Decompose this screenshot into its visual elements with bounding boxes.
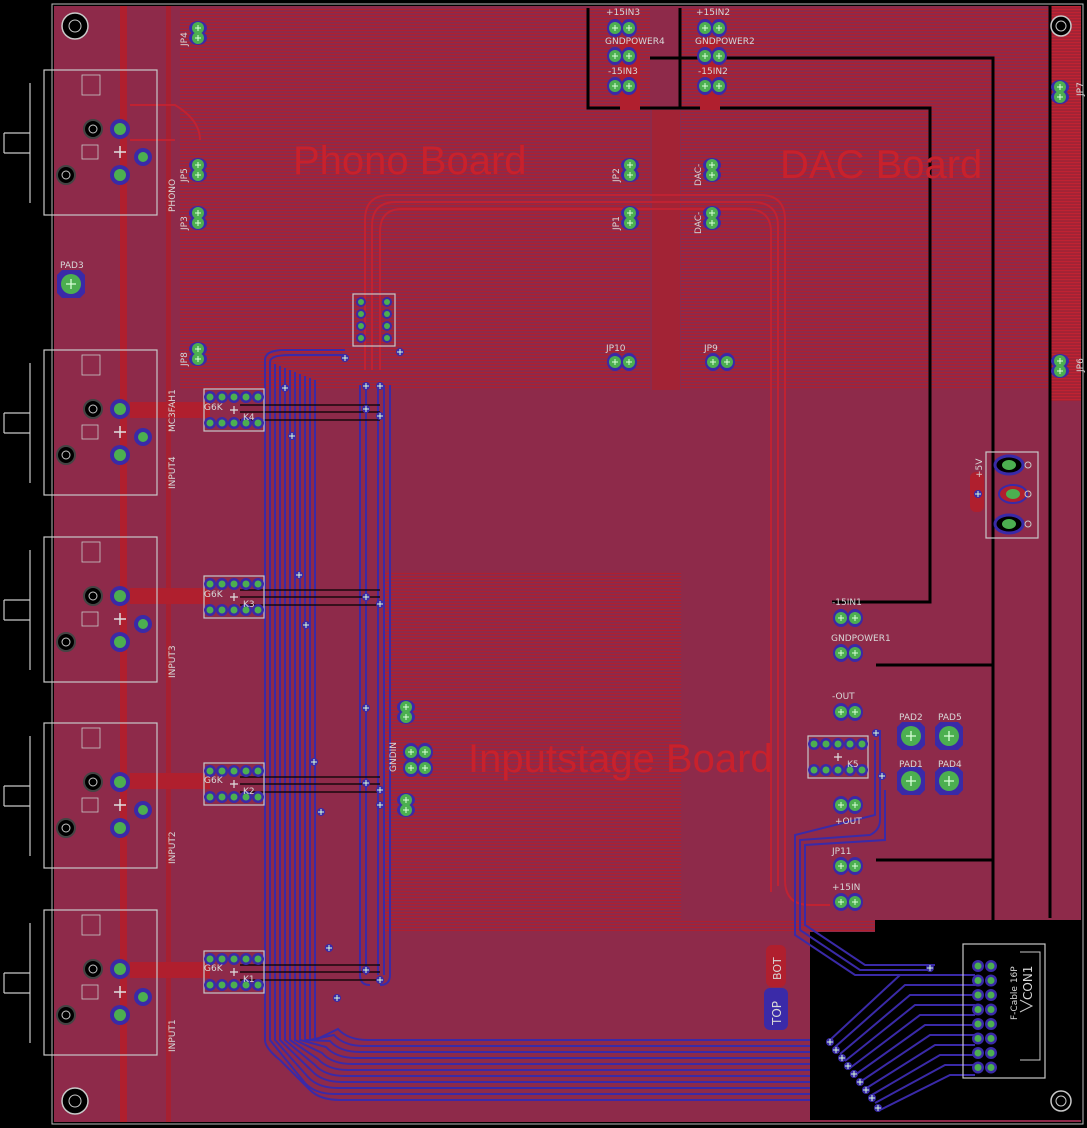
connector-pin-pad bbox=[974, 962, 982, 970]
power-traces-black bbox=[586, 6, 1052, 920]
label-k5: K5 bbox=[847, 760, 859, 770]
top-copper-traces bbox=[130, 104, 830, 906]
label-pad2: PAD2 bbox=[899, 713, 923, 723]
black-lower-right bbox=[810, 920, 1082, 1120]
label-k4: K4 bbox=[243, 413, 255, 423]
label-pad5: PAD5 bbox=[938, 713, 962, 723]
label-pad4: PAD4 bbox=[938, 760, 962, 770]
label-jp10: JP10 bbox=[605, 344, 626, 354]
label-dac-2: DAC- bbox=[694, 212, 704, 234]
connector-pin-pad bbox=[974, 991, 982, 999]
label-jp4: JP4 bbox=[180, 32, 190, 47]
label-dac-1: DAC- bbox=[694, 164, 704, 186]
connector-pin-pad bbox=[987, 1064, 995, 1071]
connector-pin-pad bbox=[974, 977, 982, 984]
pad-pad3 bbox=[56, 269, 86, 299]
label-k1: K1 bbox=[243, 975, 255, 985]
pad-pad4 bbox=[934, 766, 964, 796]
label-gndin: GNDIN bbox=[389, 742, 399, 772]
phono-board-title: Phono Board bbox=[293, 139, 527, 183]
label-p15in: +15IN bbox=[832, 883, 860, 893]
phono-board-region bbox=[180, 8, 650, 390]
label-p5v: +5V bbox=[975, 458, 985, 478]
label-jp6: JP6 bbox=[1076, 358, 1086, 373]
connector-pin-pad bbox=[974, 1006, 982, 1013]
top-layer-marker bbox=[764, 988, 788, 1030]
connector-pin-pad bbox=[987, 1006, 995, 1013]
mounting-holes bbox=[61, 12, 1072, 1115]
label-k2: K2 bbox=[243, 787, 255, 797]
label-jp9: JP9 bbox=[703, 344, 718, 354]
connector-pin-pad bbox=[974, 1064, 982, 1071]
label-g6k-1: G6K bbox=[204, 964, 224, 974]
label-m15in3: -15IN3 bbox=[608, 67, 638, 77]
label-phono: PHONO bbox=[168, 179, 178, 212]
pad-pad2 bbox=[896, 721, 926, 751]
pad-pad1 bbox=[896, 766, 926, 796]
inputstage-board-title: Inputstage Board bbox=[468, 737, 773, 781]
label-k3: K3 bbox=[243, 600, 255, 610]
label-pad1: PAD1 bbox=[899, 760, 923, 770]
label-gndpower4: GNDPOWER4 bbox=[605, 37, 665, 47]
label-m15in1: -15IN1 bbox=[832, 598, 862, 608]
dac-board-region bbox=[681, 8, 1050, 390]
connector-pin-pad bbox=[987, 977, 995, 984]
label-fcable: F-Cable 16P bbox=[1010, 966, 1020, 1020]
label-bot: BOT bbox=[771, 957, 784, 980]
label-g6k-2: G6K bbox=[204, 776, 224, 786]
label-input1: INPUT1 bbox=[168, 1019, 178, 1052]
label-jp7: JP7 bbox=[1076, 82, 1086, 97]
label-jp1: JP1 bbox=[612, 216, 622, 231]
ic-socket-ic5 bbox=[352, 293, 396, 347]
dac-board-title: DAC Board bbox=[780, 143, 982, 187]
label-jp3: JP3 bbox=[180, 216, 190, 231]
label-input4: INPUT4 bbox=[168, 456, 178, 489]
connector-pin-pad bbox=[987, 1020, 995, 1028]
label-gndpower1: GNDPOWER1 bbox=[831, 634, 891, 644]
label-jp11: JP11 bbox=[831, 847, 852, 857]
label-mc3fah1: MC3FAH1 bbox=[168, 389, 178, 432]
relay-tap-traces bbox=[240, 404, 380, 981]
label-pout: +OUT bbox=[835, 817, 862, 827]
label-p15in2: +15IN2 bbox=[696, 8, 730, 18]
label-jp5: JP5 bbox=[180, 168, 190, 183]
label-pad3: PAD3 bbox=[60, 261, 84, 271]
connector-pin-pad bbox=[987, 991, 995, 999]
fan-out-traces bbox=[829, 974, 975, 1111]
connector-pin-pad bbox=[987, 962, 995, 970]
connector-pin-pad bbox=[987, 1049, 995, 1057]
connector-pin-pad bbox=[974, 1049, 982, 1057]
label-p15in3: +15IN3 bbox=[606, 8, 640, 18]
label-top: TOP bbox=[770, 1001, 784, 1026]
connector-pin-pad bbox=[974, 1035, 982, 1042]
label-gndpower2: GNDPOWER2 bbox=[695, 37, 755, 47]
connector-pin-pad bbox=[987, 1035, 995, 1042]
label-g6k-4: G6K bbox=[204, 403, 224, 413]
label-jp2: JP2 bbox=[612, 168, 622, 183]
connector-pin-pad bbox=[974, 1020, 982, 1028]
label-input3: INPUT3 bbox=[168, 645, 178, 678]
label-mout: -OUT bbox=[832, 692, 855, 702]
bottom-copper-bus bbox=[264, 349, 935, 1101]
pad-pad5 bbox=[934, 721, 964, 751]
label-input2: INPUT2 bbox=[168, 831, 178, 864]
label-jp8: JP8 bbox=[180, 352, 190, 367]
label-m15in2: -15IN2 bbox=[698, 67, 728, 77]
label-g6k-3: G6K bbox=[204, 590, 224, 600]
label-con1: CON1 bbox=[1021, 966, 1035, 1000]
bot-layer-marker bbox=[766, 945, 786, 987]
ribbon-connector-con1 bbox=[962, 943, 1046, 1079]
